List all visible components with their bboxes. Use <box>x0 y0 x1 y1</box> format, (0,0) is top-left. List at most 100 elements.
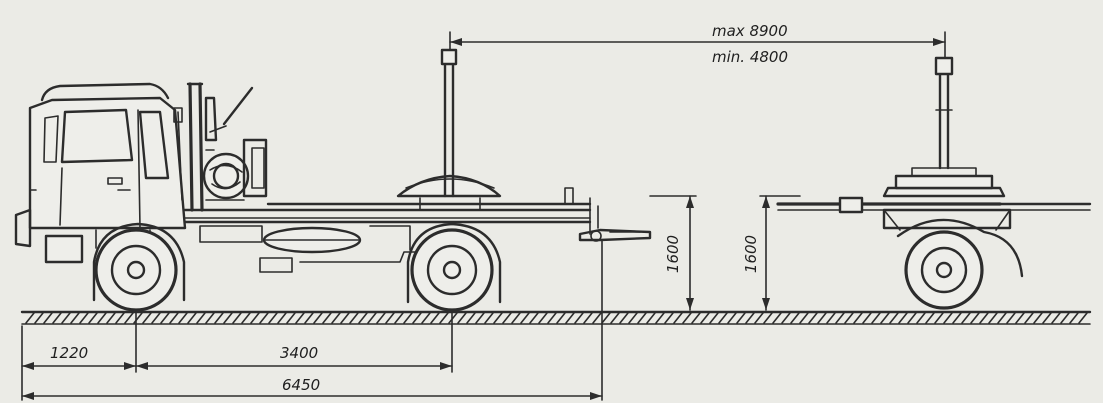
truck <box>14 48 652 312</box>
ground-hatch-stroke <box>376 312 386 324</box>
ground-hatch-stroke <box>727 312 737 324</box>
ground-hatch-stroke <box>466 312 476 324</box>
ground-hatch-stroke <box>439 312 449 324</box>
ground-hatch-stroke <box>538 312 548 324</box>
ground-hatch-stroke <box>709 312 719 324</box>
ground-hatch-stroke <box>421 312 431 324</box>
ground-hatch-stroke <box>349 312 359 324</box>
ground-hatch-stroke <box>1024 312 1034 324</box>
ground-hatch-stroke <box>160 312 170 324</box>
ground-hatch-stroke <box>493 312 503 324</box>
ground-hatch-stroke <box>214 312 224 324</box>
ground-hatch-stroke <box>385 312 395 324</box>
ground-hatch-stroke <box>223 312 233 324</box>
max-length-label: max 8900 <box>712 22 788 40</box>
ground-hatch-stroke <box>691 312 701 324</box>
ground-hatch-stroke <box>484 312 494 324</box>
ground-hatch-stroke <box>70 312 80 324</box>
ground-hatch-stroke <box>250 312 260 324</box>
ground-hatch-stroke <box>322 312 332 324</box>
ground-hatch-stroke <box>511 312 521 324</box>
ground-hatch-stroke <box>529 312 539 324</box>
ground-hatch-stroke <box>34 312 44 324</box>
trailer-height-label: 1600 <box>742 235 760 273</box>
ground-hatch-stroke <box>610 312 620 324</box>
ground-hatch-stroke <box>862 312 872 324</box>
ground-hatch-stroke <box>115 312 125 324</box>
ground-hatch-stroke <box>502 312 512 324</box>
ground-hatch-stroke <box>952 312 962 324</box>
ground-hatch-stroke <box>547 312 557 324</box>
ground-hatch-stroke <box>340 312 350 324</box>
ground-hatch-stroke <box>259 312 269 324</box>
ground-hatch-stroke <box>1060 312 1070 324</box>
ground-hatch-stroke <box>277 312 287 324</box>
ground-hatch-stroke <box>889 312 899 324</box>
ground-hatch-stroke <box>934 312 944 324</box>
ground-hatch-stroke <box>196 312 206 324</box>
ground-hatch-stroke <box>835 312 845 324</box>
front-overhang-label: 1220 <box>50 344 88 362</box>
ground-hatch-stroke <box>997 312 1007 324</box>
ground-hatch-stroke <box>520 312 530 324</box>
ground-hatch-stroke <box>574 312 584 324</box>
ground-hatch-stroke <box>1069 312 1079 324</box>
ground-hatch-stroke <box>475 312 485 324</box>
ground-hatch-stroke <box>358 312 368 324</box>
ground-hatch-stroke <box>106 312 116 324</box>
ground-hatch-stroke <box>403 312 413 324</box>
ground-hatch-stroke <box>448 312 458 324</box>
ground-hatch-stroke <box>592 312 602 324</box>
ground-line <box>20 310 1092 325</box>
ground-hatch-stroke <box>1015 312 1025 324</box>
ground-hatch-stroke <box>673 312 683 324</box>
ground-hatch-stroke <box>1051 312 1061 324</box>
ground-hatch-stroke <box>1078 312 1088 324</box>
ground-hatch-stroke <box>817 312 827 324</box>
ground-hatch-stroke <box>601 312 611 324</box>
ground-hatch-stroke <box>124 312 134 324</box>
ground-hatch-stroke <box>286 312 296 324</box>
ground-hatch-stroke <box>772 312 782 324</box>
ground-hatch-stroke <box>745 312 755 324</box>
wheelbase-label: 3400 <box>280 344 318 362</box>
ground-hatch-stroke <box>979 312 989 324</box>
ground-hatch-stroke <box>25 312 35 324</box>
ground-hatch-stroke <box>232 312 242 324</box>
ground-hatch-stroke <box>628 312 638 324</box>
ground-hatch-stroke <box>907 312 917 324</box>
ground-hatch-stroke <box>151 312 161 324</box>
ground-hatch-stroke <box>556 312 566 324</box>
ground-hatch-stroke <box>808 312 818 324</box>
trailer <box>776 56 1092 310</box>
ground-hatch-stroke <box>178 312 188 324</box>
ground-hatch-stroke <box>943 312 953 324</box>
ground-hatch-stroke <box>826 312 836 324</box>
ground-hatch-stroke <box>718 312 728 324</box>
ground-hatch-stroke <box>898 312 908 324</box>
ground-hatch-stroke <box>187 312 197 324</box>
ground-hatch-stroke <box>142 312 152 324</box>
ground-hatch-stroke <box>412 312 422 324</box>
ground-hatch-stroke <box>1006 312 1016 324</box>
ground-hatch-stroke <box>268 312 278 324</box>
length-dimension-top: max 8900 min. 4800 <box>449 22 946 66</box>
ground-hatch-stroke <box>565 312 575 324</box>
ground-hatch-stroke <box>655 312 665 324</box>
ground-hatch-stroke <box>61 312 71 324</box>
ground-hatch-stroke <box>844 312 854 324</box>
ground-hatch-stroke <box>916 312 926 324</box>
ground-hatch-stroke <box>970 312 980 324</box>
ground-hatch-stroke <box>637 312 647 324</box>
ground-hatch-stroke <box>52 312 62 324</box>
ground-hatch-stroke <box>754 312 764 324</box>
ground-hatch-stroke <box>394 312 404 324</box>
ground-hatch-stroke <box>700 312 710 324</box>
ground-hatch-stroke <box>664 312 674 324</box>
ground-hatch-stroke <box>799 312 809 324</box>
ground-hatch-stroke <box>781 312 791 324</box>
ground-hatch-stroke <box>1042 312 1052 324</box>
ground-hatch-stroke <box>925 312 935 324</box>
